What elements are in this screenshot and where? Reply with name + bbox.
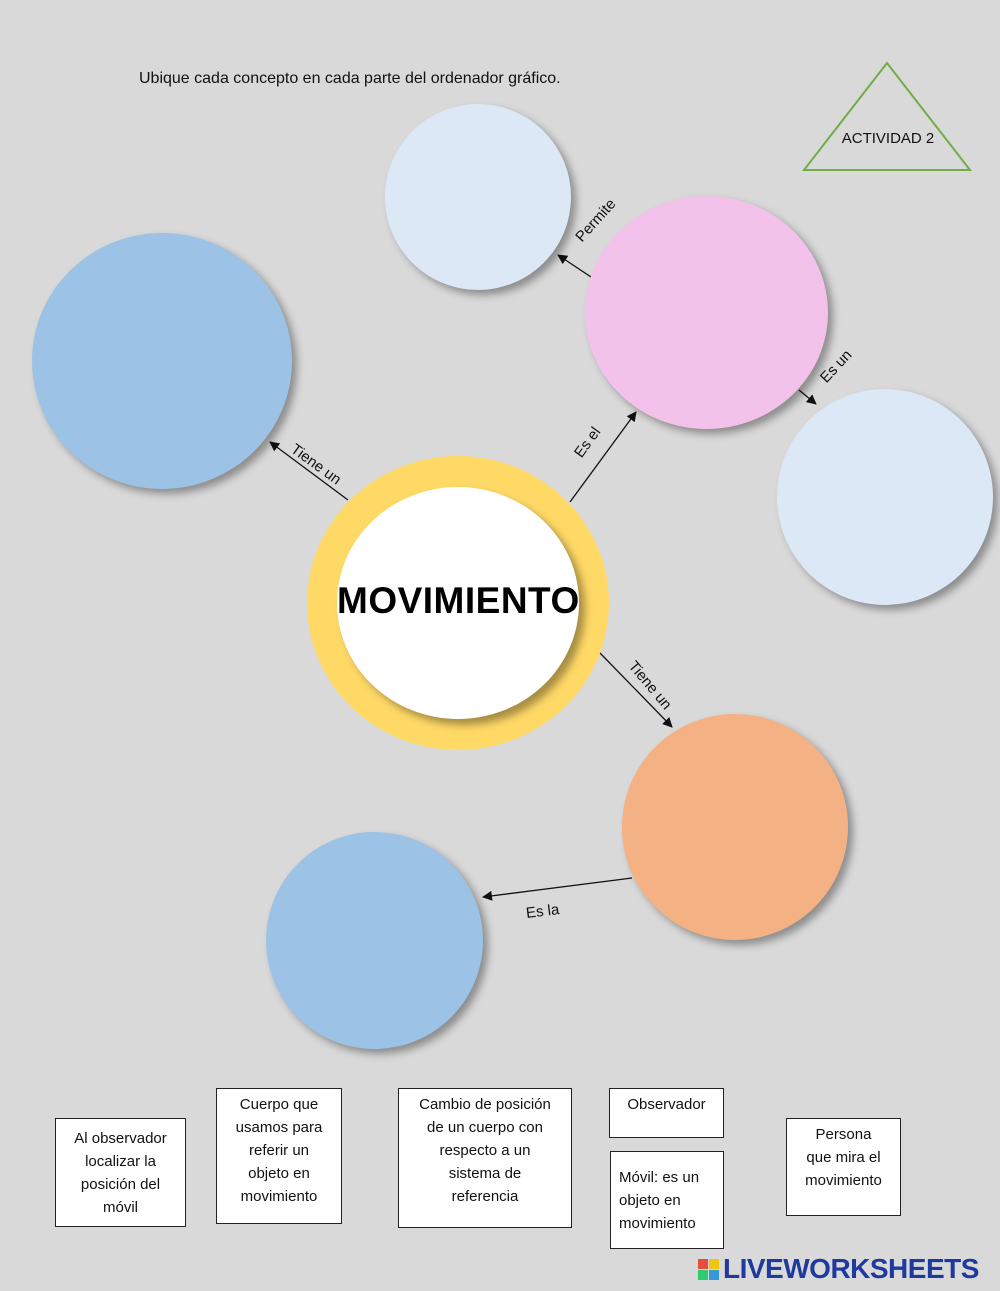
- instruction-text: Ubique cada concepto en cada parte del o…: [139, 70, 561, 87]
- activity-label: ACTIVIDAD 2: [841, 130, 935, 147]
- concept-circle-pink[interactable]: [585, 196, 828, 429]
- concept-card[interactable]: Al observador localizar la posición del …: [55, 1118, 186, 1227]
- concept-card[interactable]: Persona que mira el movimiento: [786, 1118, 901, 1216]
- activity-triangle: [801, 61, 973, 171]
- arrow-tiene-un-left: [269, 441, 349, 501]
- arrow-permite: [557, 254, 592, 278]
- concept-circle-bottom[interactable]: [266, 832, 483, 1049]
- liveworksheets-logo-text: LIVEWORKSHEETS: [723, 1253, 979, 1284]
- concept-circle-right[interactable]: [777, 389, 993, 605]
- arrow-es-un: [798, 389, 817, 405]
- liveworksheets-logo-icon: [698, 1258, 719, 1280]
- concept-card[interactable]: Cambio de posición de un cuerpo con resp…: [398, 1088, 572, 1228]
- liveworksheets-logo: LIVEWORKSHEETS: [698, 1253, 979, 1285]
- concept-circle-left[interactable]: [32, 233, 292, 489]
- concept-circle-top[interactable]: [385, 104, 571, 290]
- arrow-es-el: [569, 411, 637, 503]
- concept-card[interactable]: Cuerpo que usamos para referir un objeto…: [216, 1088, 342, 1224]
- concept-circle-orange[interactable]: [622, 714, 848, 940]
- arrow-es-la: [482, 877, 633, 901]
- concept-card[interactable]: Observador: [609, 1088, 724, 1138]
- arrow-tiene-un-right: [599, 652, 673, 728]
- center-title: MOVIMIENTO: [337, 580, 580, 621]
- center-circle: [337, 487, 579, 719]
- concept-card[interactable]: Móvil: es un objeto en movimiento: [610, 1151, 724, 1249]
